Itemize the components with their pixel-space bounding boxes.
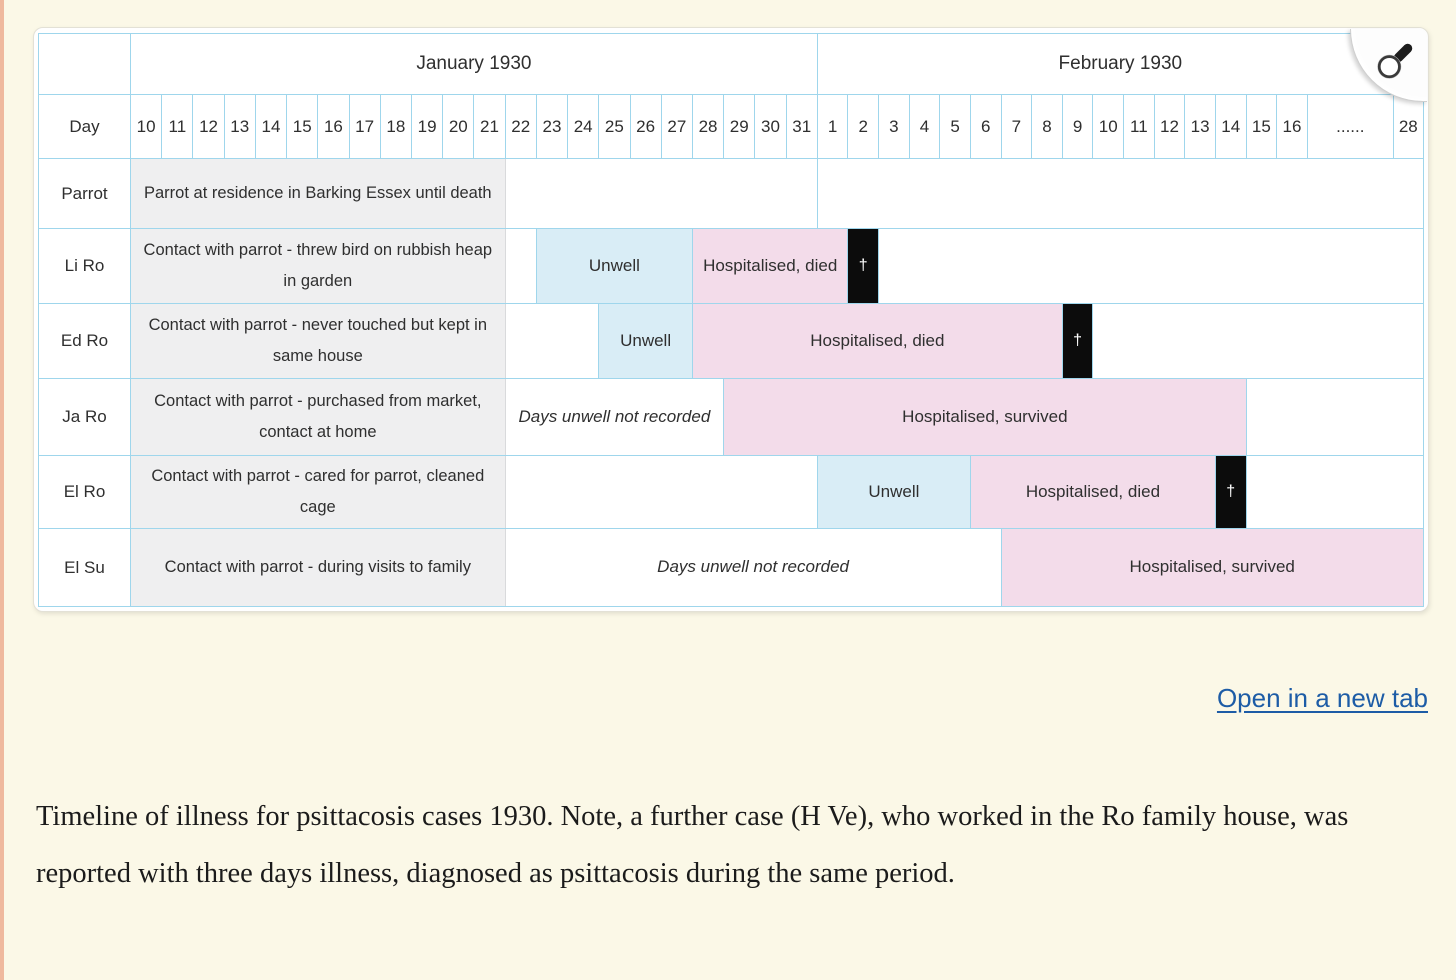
day-cell: 28 [1398, 116, 1418, 136]
segment-exposure: Contact with parrot - during visits to f… [131, 529, 506, 606]
day-cell: 4 [910, 95, 941, 158]
day-cell: 11 [162, 95, 194, 158]
row-label: Parrot [39, 159, 131, 228]
day-cell: 20 [443, 95, 475, 158]
segment-death: † [1215, 456, 1247, 528]
segment-exposure: Contact with parrot - never touched but … [131, 304, 506, 378]
day-cell: 1 [818, 95, 849, 158]
segment-hospitalised-died: Hospitalised, died [692, 229, 849, 303]
segment-empty [505, 229, 537, 303]
month-header-february: February 1930 [1058, 53, 1183, 74]
segment-empty [505, 159, 818, 228]
segment-hospitalised-died: Hospitalised, died [692, 304, 1063, 378]
day-cell: 5 [940, 95, 971, 158]
day-cell: 14 [1216, 95, 1247, 158]
row-label: Ed Ro [39, 304, 131, 378]
day-cell: 27 [662, 95, 693, 158]
day-cell: 24 [568, 95, 600, 158]
day-cell: 10 [131, 95, 163, 158]
day-cell: 19 [412, 95, 444, 158]
row-label: El Ro [39, 456, 131, 528]
segment-days-not-recorded: Days unwell not recorded [505, 529, 1002, 606]
page-left-rule [0, 0, 4, 980]
figure-caption: Timeline of illness for psittacosis case… [36, 801, 1349, 889]
day-cell: 21 [474, 95, 506, 158]
segment-exposure: Contact with parrot - threw bird on rubb… [131, 229, 506, 303]
segment-unwell: Unwell [536, 229, 693, 303]
day-cell: 23 [537, 95, 569, 158]
day-cell: 22 [506, 95, 537, 158]
day-cell: 6 [971, 95, 1002, 158]
day-cell: 18 [381, 95, 412, 158]
segment-empty [505, 304, 600, 378]
day-cell: ...... [1308, 95, 1394, 158]
day-cell: 16 [318, 95, 350, 158]
day-header-label: Day [39, 95, 131, 158]
day-cell: 7 [1002, 95, 1033, 158]
day-cell: 9 [1063, 95, 1094, 158]
row-label: Li Ro [39, 229, 131, 303]
open-in-new-tab-link[interactable]: Open in a new tab [1216, 683, 1428, 713]
segment-empty [1093, 304, 1423, 378]
day-cell: 17 [350, 95, 381, 158]
segment-exposure: Contact with parrot - cared for parrot, … [131, 456, 506, 528]
day-cell: 2 [848, 95, 880, 158]
month-header-january: January 1930 [131, 34, 818, 94]
day-cell: 13 [1185, 95, 1216, 158]
day-cell: 30 [755, 95, 787, 158]
segment-exposure: Contact with parrot - purchased from mar… [131, 379, 506, 455]
segment-empty [505, 456, 818, 528]
day-cell: 29 [724, 95, 756, 158]
month-header-row: January 1930 February 1930 [39, 34, 1423, 95]
day-cell: 13 [225, 95, 256, 158]
segment-empty [1246, 379, 1423, 455]
day-cell: 8 [1032, 95, 1063, 158]
day-cell: 15 [1247, 95, 1278, 158]
segment-empty [879, 229, 1423, 303]
segment-empty [1246, 456, 1423, 528]
segment-exposure: Parrot at residence in Barking Essex unt… [131, 159, 506, 228]
segment-empty [817, 159, 1423, 228]
segment-hospitalised-survived: Hospitalised, survived [724, 379, 1247, 455]
segment-days-not-recorded: Days unwell not recorded [505, 379, 725, 455]
day-cell: 16 [1277, 95, 1308, 158]
segment-death: † [1062, 304, 1094, 378]
segment-hospitalised-survived: Hospitalised, survived [1001, 529, 1423, 606]
day-cell: 25 [599, 95, 631, 158]
day-cell: 15 [287, 95, 319, 158]
day-cell: 28 [693, 95, 725, 158]
segment-unwell: Unwell [817, 456, 971, 528]
magnifier-icon [1377, 43, 1413, 79]
row-label: Ja Ro [39, 379, 131, 455]
day-cell: 10 [1093, 95, 1125, 158]
day-cell: 3 [879, 95, 910, 158]
day-cell: 12 [1155, 95, 1186, 158]
row-label: El Su [39, 529, 131, 606]
day-cell: 14 [256, 95, 288, 158]
corner-cell [39, 34, 131, 94]
segment-hospitalised-died: Hospitalised, died [970, 456, 1216, 528]
day-cell: 11 [1124, 95, 1155, 158]
day-cell: 31 [787, 95, 818, 158]
day-cell: 26 [631, 95, 662, 158]
segment-unwell: Unwell [599, 304, 693, 378]
day-cell: 12 [193, 95, 225, 158]
segment-death: † [848, 229, 880, 303]
